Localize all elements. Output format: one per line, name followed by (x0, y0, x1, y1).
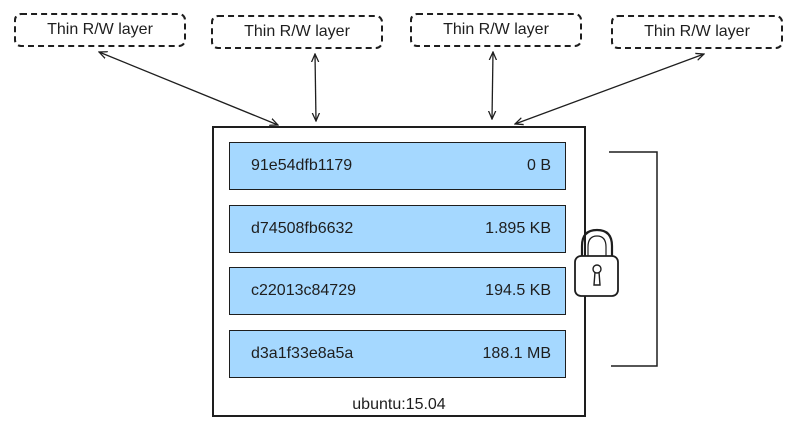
layer-size: 1.895 KB (485, 220, 551, 237)
rw-layer-label: Thin R/W layer (644, 23, 750, 40)
rw-layer-box-4: Thin R/W layer (611, 15, 783, 49)
arrow-2 (315, 54, 316, 121)
arrow-4 (515, 54, 704, 124)
arrow-1 (99, 52, 278, 125)
image-container: 91e54dfb1179 0 B d74508fb6632 1.895 KB c… (212, 126, 586, 417)
image-layer-1: 91e54dfb1179 0 B (229, 142, 566, 190)
rw-layer-box-3: Thin R/W layer (410, 13, 582, 47)
layer-id: 91e54dfb1179 (251, 157, 353, 174)
rw-layer-label: Thin R/W layer (47, 21, 153, 38)
image-name-label: ubuntu:15.04 (352, 396, 446, 413)
layer-size: 188.1 MB (482, 345, 551, 362)
image-layer-4: d3a1f33e8a5a 188.1 MB (229, 330, 566, 378)
arrow-3 (492, 52, 493, 119)
bracket (609, 151, 658, 367)
rw-layer-label: Thin R/W layer (443, 21, 549, 38)
layer-id: d3a1f33e8a5a (251, 345, 354, 362)
layer-size: 0 B (526, 157, 551, 174)
layer-size: 194.5 KB (485, 282, 551, 299)
layer-id: d74508fb6632 (251, 220, 354, 237)
layer-id: c22013c84729 (251, 282, 356, 299)
rw-layer-label: Thin R/W layer (244, 23, 350, 40)
lock-icon (574, 228, 619, 297)
image-layer-2: d74508fb6632 1.895 KB (229, 205, 566, 253)
rw-layer-box-2: Thin R/W layer (211, 15, 383, 49)
image-layer-3: c22013c84729 194.5 KB (229, 267, 566, 315)
rw-layer-box-1: Thin R/W layer (14, 13, 186, 47)
